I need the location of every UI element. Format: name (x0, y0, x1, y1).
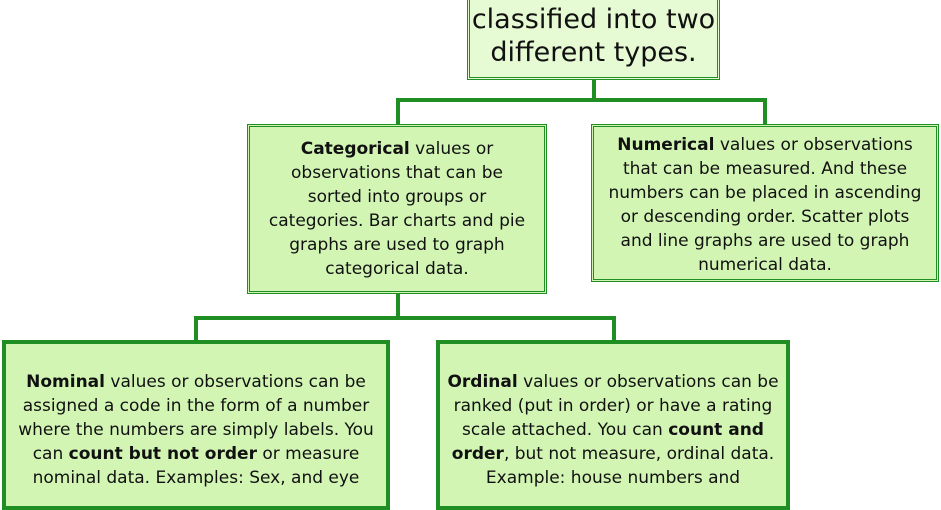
categorical-term: Categorical (300, 139, 410, 159)
nominal-term: Nominal (26, 372, 105, 392)
nominal-description-1: values or observations can be assigned a… (18, 372, 374, 464)
numerical-term: Numerical (617, 135, 715, 155)
root-box: classified into two different types. (467, 0, 720, 80)
numerical-description: values or observations that can be measu… (608, 135, 922, 275)
connector-bottom-bar (194, 316, 616, 320)
numerical-box: Numerical values or observations that ca… (591, 124, 939, 282)
nominal-box: Nominal values or observations can be as… (2, 340, 390, 510)
nominal-emphasis: count but not order (68, 444, 257, 464)
root-line-2: different types. (490, 37, 697, 68)
categorical-description: values or observations that can be sorte… (268, 139, 526, 279)
ordinal-box: Ordinal values or observations can be ra… (436, 340, 790, 510)
categorical-box: Categorical values or observations that … (247, 124, 547, 294)
ordinal-emphasis: count and order (451, 420, 764, 464)
connector-to-nominal (194, 316, 198, 342)
nominal-description-2: or measure nominal data. Examples: Sex, … (32, 444, 360, 488)
connector-top-bar (396, 98, 767, 102)
connector-to-numerical (763, 98, 767, 126)
ordinal-description-2: , but not measure, ordinal data. Example… (485, 444, 775, 488)
ordinal-term: Ordinal (447, 372, 518, 392)
connector-categorical-stem (396, 292, 400, 318)
connector-root-stem (592, 78, 596, 100)
ordinal-description-1: values or observations can be ranked (pu… (453, 372, 779, 440)
root-line-1: classified into two (471, 4, 716, 35)
connector-to-categorical (396, 98, 400, 126)
connector-to-ordinal (612, 316, 616, 342)
